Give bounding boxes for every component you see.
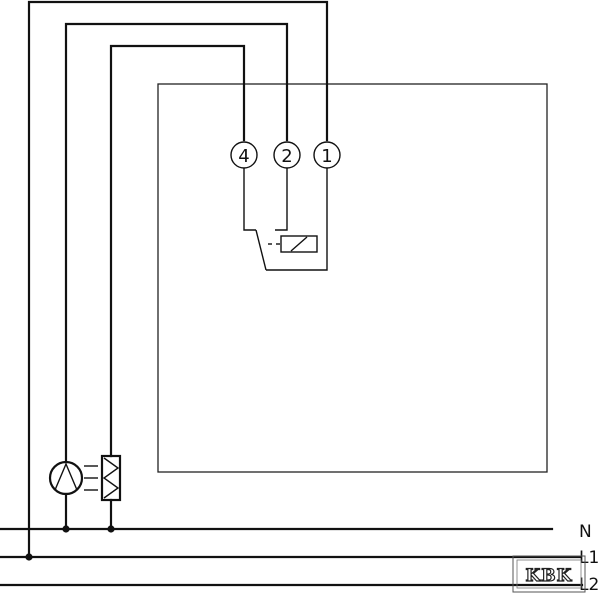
terminal-2-label: 2 [281,146,292,167]
junction-l1 [25,553,33,561]
label-l1: L1 [579,548,599,568]
junction-pump-n [62,525,70,533]
label-l2: L2 [579,575,599,595]
label-n: N [579,522,592,542]
relay-coil-icon [280,235,318,253]
terminal-2: 2 [273,141,301,169]
watermark-text: KBK [526,566,573,586]
terminal-4-label: 4 [238,146,249,167]
terminal-4: 4 [230,141,258,169]
valve-actuator-icon [84,454,122,502]
relay-contact [243,168,328,271]
wire-terminal-4 [109,44,246,458]
junction-actuator-n [107,525,115,533]
terminal-1: 1 [313,141,341,169]
wire-terminal-2 [64,22,289,464]
pump-icon [48,460,84,496]
kbk-watermark-logo: KBK [512,555,586,593]
terminal-1-label: 1 [321,146,332,167]
device-enclosure [157,83,548,473]
wire-terminal-1 [27,0,329,559]
